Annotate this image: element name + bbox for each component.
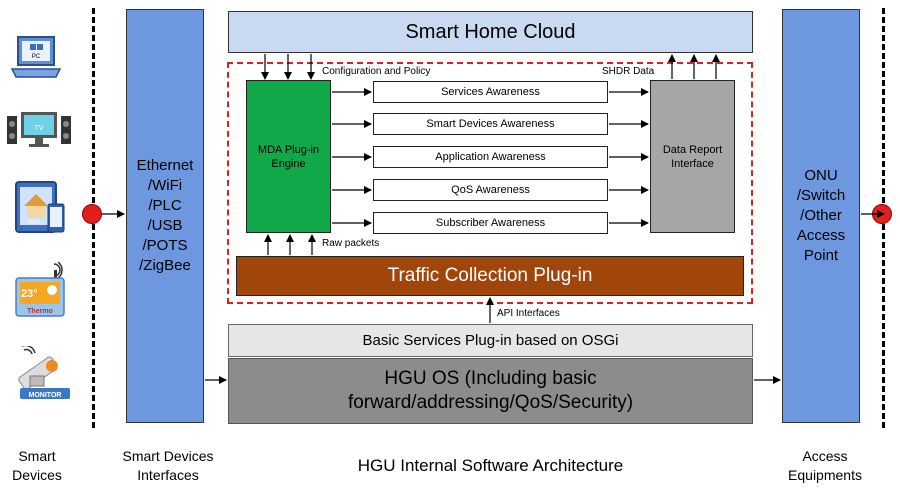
camera-monitor-icon: MONITOR — [18, 346, 70, 399]
caption-smart-devices-line2: Devices — [12, 467, 62, 483]
thermo-label: Thermo — [27, 308, 53, 315]
basic-services-plugin: Basic Services Plug-in based on OSGi — [228, 324, 753, 357]
tv-icon: TV — [7, 112, 71, 147]
services-awareness: Services Awareness — [373, 81, 608, 103]
caption-access-line2: Equipments — [788, 467, 862, 483]
access-access: Access — [796, 227, 846, 244]
traffic-collection-plugin: Traffic Collection Plug-in — [236, 256, 744, 296]
monitor-label: MONITOR — [29, 392, 62, 399]
caption-interfaces-line2: Interfaces — [137, 467, 199, 483]
interface-pots: /POTS — [142, 237, 188, 254]
subscriber-awareness-label: Subscriber Awareness — [435, 217, 546, 229]
smart-devices-awareness-label: Smart Devices Awareness — [426, 118, 555, 130]
pc-label: PC — [32, 54, 41, 60]
basic-services-label: Basic Services Plug-in based on OSGi — [362, 332, 619, 349]
pad-icon: PAD — [15, 181, 65, 233]
interface-ethernet: Ethernet — [136, 157, 194, 174]
mda-plugin-engine: MDA Plug-in Engine — [246, 80, 331, 233]
interface-zigbee: /ZigBee — [139, 257, 191, 274]
caption-interfaces: Smart Devices Interfaces — [108, 447, 228, 485]
interface-usb: /USB — [147, 217, 183, 234]
thermostat-icon: 23° Thermo — [15, 262, 65, 317]
smart-devices-awareness: Smart Devices Awareness — [373, 113, 608, 135]
application-awareness-label: Application Awareness — [435, 151, 546, 163]
api-interfaces-label: API Interfaces — [497, 308, 560, 319]
hgu-os: HGU OS (Including basic forward/addressi… — [228, 358, 753, 424]
application-awareness: Application Awareness — [373, 146, 608, 168]
qos-awareness-label: QoS Awareness — [451, 184, 530, 196]
device-interface-connector — [82, 204, 102, 224]
access-onu: ONU — [804, 167, 838, 184]
caption-smart-devices: Smart Devices — [2, 447, 72, 485]
data-report-line1: Data Report — [662, 143, 723, 156]
pad-label: PAD — [28, 220, 41, 226]
caption-access-line1: Access — [802, 448, 848, 464]
laptop-icon: PC — [10, 36, 62, 78]
caption-access: Access Equipments — [770, 447, 880, 485]
data-report-line2: Interface — [671, 157, 714, 170]
tv-label: TV — [35, 125, 44, 132]
config-policy-label: Configuration and Policy — [322, 66, 431, 77]
cloud-label: Smart Home Cloud — [405, 20, 576, 43]
access-bar: ONU /Switch /Other Access Point — [782, 9, 860, 423]
hgu-os-line1: HGU OS (Including basic — [384, 368, 597, 389]
interface-wifi: /WiFi — [147, 177, 183, 194]
hgu-os-line2: forward/addressing/QoS/Security) — [347, 392, 634, 413]
access-point: Point — [803, 247, 839, 264]
smart-home-cloud: Smart Home Cloud — [228, 11, 753, 53]
interface-plc: /PLC — [148, 197, 182, 214]
interfaces-bar: Ethernet /WiFi /PLC /USB /POTS /ZigBee — [126, 9, 204, 423]
raw-packets-label: Raw packets — [322, 238, 380, 249]
data-report-interface: Data Report Interface — [650, 80, 735, 233]
traffic-label: Traffic Collection Plug-in — [387, 265, 593, 286]
qos-awareness: QoS Awareness — [373, 179, 608, 201]
caption-interfaces-line1: Smart Devices — [122, 448, 214, 464]
thermo-temp: 23° — [21, 288, 38, 300]
mda-line1: MDA Plug-in — [257, 143, 320, 156]
access-switch: /Switch — [796, 187, 846, 204]
access-other: /Other — [800, 207, 842, 224]
mda-line2: Engine — [271, 157, 306, 170]
caption-architecture: HGU Internal Software Architecture — [357, 456, 624, 475]
services-awareness-label: Services Awareness — [441, 86, 540, 98]
subscriber-awareness: Subscriber Awareness — [373, 212, 608, 234]
shdr-data-label: SHDR Data — [602, 66, 655, 77]
caption-smart-devices-line1: Smart — [18, 448, 56, 464]
